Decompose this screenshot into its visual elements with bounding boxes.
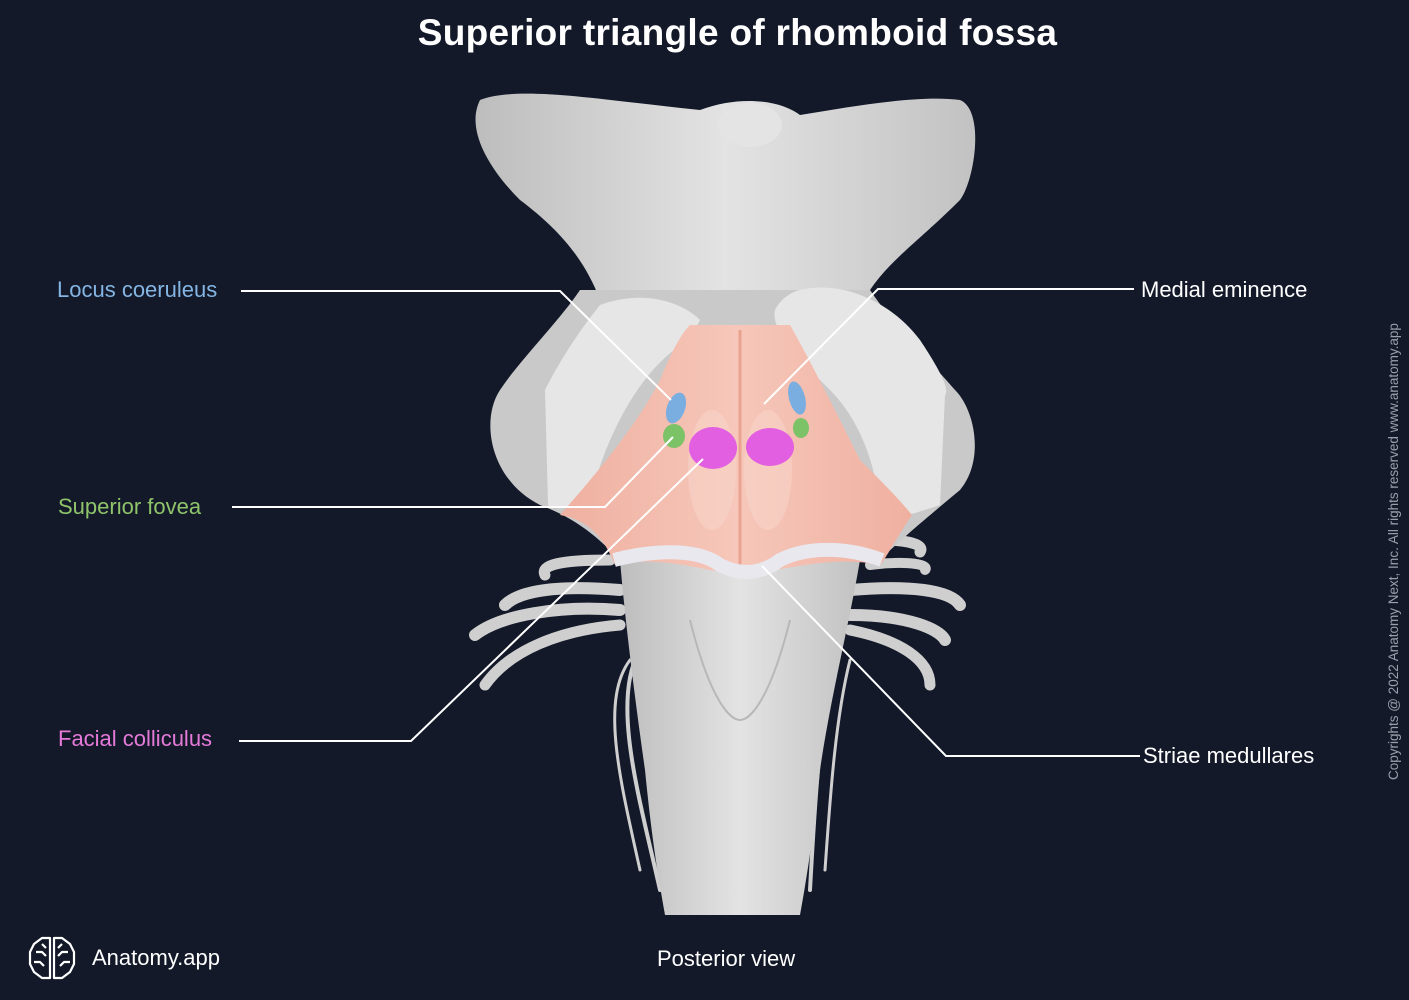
locus-coeruleus-right xyxy=(788,381,806,415)
brain-icon xyxy=(28,936,76,980)
leader-lines xyxy=(232,288,1140,757)
label-superior-fovea: Superior fovea xyxy=(58,494,202,519)
copyright-notice: Copyrights @ 2022 Anatomy Next, Inc. All… xyxy=(1386,323,1401,780)
leader-superior-fovea xyxy=(232,436,674,508)
locus-coeruleus-left xyxy=(665,392,687,424)
facial-colliculus-left xyxy=(689,427,737,469)
brand-logo: Anatomy.app xyxy=(26,934,220,982)
nerve-roots-left xyxy=(469,554,662,892)
striae-medullares xyxy=(612,542,885,579)
superior-fovea-right xyxy=(793,418,809,438)
leader-medial-eminence xyxy=(763,288,1134,405)
leader-locus-coeruleus xyxy=(241,290,672,401)
label-medial-eminence: Medial eminence xyxy=(1141,277,1308,302)
label-striae-medullares: Striae medullares xyxy=(1143,743,1315,768)
view-caption: Posterior view xyxy=(657,946,796,971)
label-facial-colliculus: Facial colliculus xyxy=(58,726,213,751)
facial-colliculus-right xyxy=(746,428,794,466)
brand-name: Anatomy.app xyxy=(92,945,221,970)
cut-plane-left xyxy=(545,297,700,509)
cut-plane-right xyxy=(774,287,947,525)
medulla xyxy=(620,560,860,915)
leader-striae-medullares xyxy=(761,565,1140,757)
label-locus-coeruleus: Locus coeruleus xyxy=(57,277,218,302)
page-title: Superior triangle of rhomboid fossa xyxy=(417,12,1058,53)
leader-facial-colliculus xyxy=(239,458,704,742)
midbrain xyxy=(475,93,976,300)
